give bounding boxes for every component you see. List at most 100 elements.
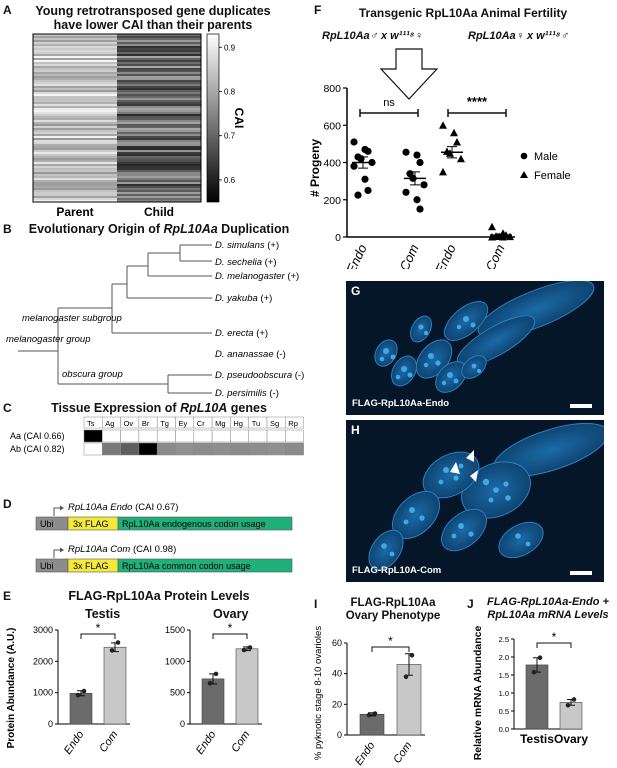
tissue-cell (193, 442, 213, 456)
pyknotic-arrowheads (450, 450, 478, 482)
heatmap-child-cell (117, 130, 201, 133)
heatmap-child-cell (117, 50, 201, 53)
heatmap-child-cell (117, 62, 201, 65)
heatmap-child-cell (117, 46, 201, 49)
female-point (488, 233, 496, 241)
y-tick-label: 1000 (33, 688, 53, 698)
heatmap-parent-cell (33, 46, 117, 49)
heatmap-parent-cell (33, 50, 117, 53)
data-point (213, 671, 219, 677)
bar (525, 664, 549, 730)
tissue-header: Ey (179, 419, 188, 428)
male-point (357, 155, 365, 163)
heatmap-child-cell (117, 118, 201, 121)
sig-star: * (228, 621, 233, 635)
heatmap-child-cell (117, 136, 201, 139)
micrograph-endo: FLAG-RpL10Aa-Endo (346, 281, 604, 415)
species-pseudoobscura: D. pseudoobscura (-) (215, 370, 304, 381)
heatmap-parent-cell (33, 66, 117, 69)
heatmap-child-cell (117, 156, 201, 159)
pyknotic-ylabel: % pyknotic stage 8-10 ovarioles (313, 626, 324, 760)
heatmap-child-cell (117, 86, 201, 89)
x-category-label: Com (397, 242, 422, 269)
y-tick-label: 1.0 (499, 689, 509, 698)
x-category-label: Endo (353, 740, 378, 768)
tissue-header: Mg (215, 419, 225, 428)
tissue-cell (248, 442, 268, 456)
male-point (416, 158, 424, 167)
y-tick-label: 0 (335, 232, 341, 244)
heatmap-child-cell (117, 56, 201, 59)
heatmap-child-cell (117, 78, 201, 81)
heatmap-parent-cell (33, 180, 117, 183)
species-labels: D. simulans (+) D. sechelia (+) D. melan… (215, 240, 304, 399)
panel-b-title: Evolutionary Origin of RpL10Aa Duplicati… (28, 222, 290, 236)
heatmap-child-cell (117, 142, 201, 145)
tissue-header: Sg (270, 419, 279, 428)
colorbar-tick-label: 0.9 (224, 43, 236, 52)
data-point (531, 669, 537, 675)
tissue-cell (266, 429, 286, 443)
tissue-cell (156, 442, 176, 456)
heatmap-child-cell (117, 122, 201, 125)
heatmap-child-cell (117, 72, 201, 75)
heatmap-child-cell (117, 138, 201, 141)
tissue-header: Ts (87, 419, 95, 428)
male-point (413, 196, 421, 204)
fertility-points (350, 121, 514, 241)
tissue-header: Hg (233, 419, 243, 428)
heatmap-child-cell (117, 154, 201, 157)
legend-female: Female (534, 170, 571, 182)
y-tick-label: 2.5 (499, 635, 509, 644)
tissue-header-cell (285, 416, 304, 429)
species-erecta: D. erecta (+) (215, 328, 268, 339)
group-melanogaster-group: melanogaster group (6, 334, 91, 345)
legend-female-marker (520, 171, 528, 178)
heatmap-parent-cell (33, 78, 117, 81)
svg-text:Ubi: Ubi (40, 519, 54, 529)
male-point (413, 151, 421, 159)
heatmap-child-cell (117, 160, 201, 163)
heatmap-parent-cell (33, 172, 117, 175)
heatmap-parent-cell (33, 40, 117, 43)
x-category-label: Testis (520, 732, 554, 746)
heatmap-parent-cell (33, 108, 117, 111)
heatmap-child-cell (117, 134, 201, 137)
tissue-header: Tg (160, 419, 169, 428)
ovary-subtitle: Ovary (213, 607, 249, 621)
mrna-ylabel: Relative mRNA Abundance (472, 626, 484, 761)
heatmap-child-cell (117, 200, 201, 203)
sig-bracket-stars (447, 109, 507, 117)
heatmap-child-cell (117, 36, 201, 39)
heatmap-parent-cell (33, 98, 117, 101)
y-tick-label: 400 (323, 158, 341, 170)
heatmap-parent-cell (33, 112, 117, 115)
heatmap-parent-cell (33, 110, 117, 113)
sig-bracket (371, 646, 410, 652)
bar (201, 678, 225, 725)
panel-a-title: Young retrotransposed gene duplicates ha… (8, 4, 298, 32)
heatmap-parent-cell (33, 54, 117, 57)
legend-male: Male (534, 151, 558, 163)
heatmap-child-cell (117, 180, 201, 183)
svg-text:3x FLAG: 3x FLAG (73, 519, 109, 529)
heatmap-parent-column (33, 34, 117, 203)
endo-body-block (117, 516, 293, 531)
cross-2-label: RpL10Aa♀ x w¹¹¹⁸♂ (468, 30, 569, 42)
heatmap-parent-cell (33, 38, 117, 41)
y-tick-label: 0.0 (499, 725, 509, 734)
sig-stars: **** (467, 94, 488, 109)
heatmap-child-cell (117, 60, 201, 63)
y-tick-label: 0.5 (499, 707, 509, 716)
heatmap-child-cell (117, 152, 201, 155)
group-melanogaster-subgroup: melanogaster subgroup (22, 313, 122, 324)
y-tick-label: 0 (337, 730, 342, 740)
sem-bar (496, 233, 506, 237)
heatmap-parent-cell (33, 156, 117, 159)
heatmap-parent-cell (33, 90, 117, 93)
heatmap-parent-cell (33, 102, 117, 105)
heatmap-parent-cell (33, 118, 117, 121)
species-ananassae: D. ananassae (-) (215, 349, 286, 360)
